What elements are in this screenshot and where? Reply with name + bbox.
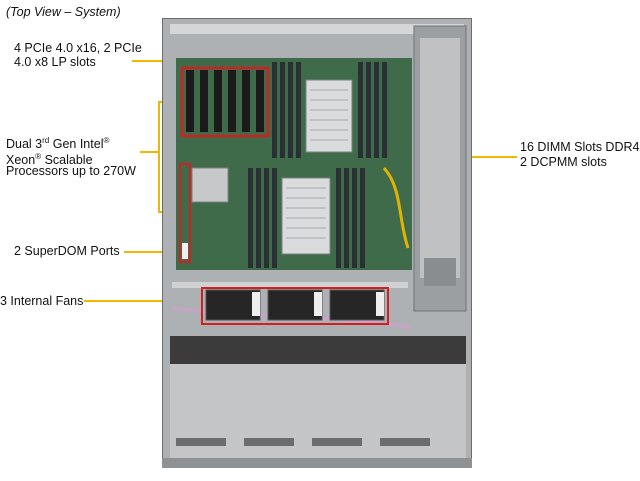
server-chassis-image (162, 18, 472, 468)
cpu-label-line1: Dual 3rd Gen Intel® (6, 136, 110, 152)
pcie-highlight-box (180, 66, 270, 138)
psu-module (420, 38, 460, 278)
dimm-label-line1: 16 DIMM Slots DDR4 (520, 140, 640, 154)
superdom-connector (182, 243, 188, 259)
internal-fans (205, 289, 385, 321)
heatsink-fins (286, 89, 348, 239)
pcie-leader-line (132, 60, 188, 62)
dimm-slots-lower (248, 168, 365, 268)
superdom-label: 2 SuperDOM Ports (14, 244, 120, 258)
fan-2 (267, 289, 323, 321)
dimm-slots-upper (272, 62, 387, 158)
fans-highlight-box (201, 287, 389, 325)
dimm-label-line2: 2 DCPMM slots (520, 155, 607, 169)
cpu-heatsink-1 (305, 79, 353, 153)
pcie-label-line1: 4 PCIe 4.0 x16, 2 PCIe (14, 41, 142, 55)
fans-label: 3 Internal Fans (0, 294, 84, 308)
cover-vents (176, 438, 430, 446)
superdom-highlight-box (179, 163, 191, 263)
fan-shroud-edge (172, 282, 408, 288)
chassis-top-edge (170, 24, 464, 34)
superdom-leader-line (124, 251, 186, 253)
pcie-label-line2: 4.0 x8 LP slots (14, 55, 96, 69)
backplane (170, 336, 466, 364)
cpu-label-line2: Xeon® Scalable (6, 152, 93, 168)
fan-3 (329, 289, 385, 321)
power-cable (382, 166, 410, 249)
cpu-bracket-vertical (158, 101, 160, 213)
chipset-heatsink (191, 167, 229, 203)
fans-leader-line (84, 300, 204, 302)
view-title: (Top View – System) (6, 5, 121, 19)
cpu-leader-line (140, 151, 160, 153)
pcie-slots (186, 70, 264, 132)
psu-vent (424, 258, 456, 286)
fan-1 (205, 289, 261, 321)
front-bezel-edge (162, 458, 472, 468)
cpu-heatsink-2 (281, 177, 331, 255)
cpu-label-line3: Processors up to 270W (6, 164, 136, 178)
